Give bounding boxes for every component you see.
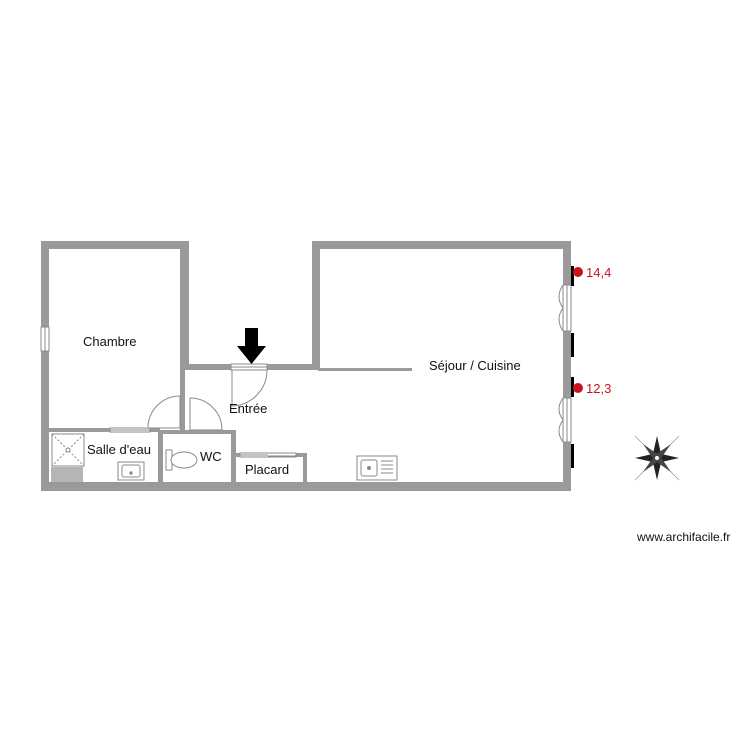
radiator xyxy=(571,333,574,357)
wall-chambre-bottom xyxy=(41,428,160,432)
fixtures xyxy=(51,433,398,481)
windows xyxy=(40,284,572,443)
wall-wc-right xyxy=(231,430,236,488)
walls xyxy=(41,241,571,491)
wall-salle-eau-right xyxy=(158,430,163,488)
entry-door-swing xyxy=(231,369,268,407)
wall-sejour-left xyxy=(312,241,320,370)
wall-chambre-right xyxy=(180,241,189,366)
radiator xyxy=(571,444,574,468)
measurements: 14,4 12,3 xyxy=(573,265,611,396)
wall-placard-right xyxy=(303,453,307,488)
credit-link[interactable]: www.archifacile.fr xyxy=(637,530,731,544)
wall-left xyxy=(41,241,49,491)
entry-arrow-icon xyxy=(237,328,266,364)
measurement-dot-icon xyxy=(573,267,583,277)
shower-floor xyxy=(51,467,83,482)
wall-sejour-top xyxy=(312,241,571,249)
room-label-entree: Entrée xyxy=(229,401,267,416)
chambre-door xyxy=(147,395,181,429)
wall-entree-left xyxy=(180,370,185,430)
partition-sejour xyxy=(318,368,412,371)
doors xyxy=(109,363,297,458)
room-label-placard: Placard xyxy=(245,462,289,477)
room-label-salle-eau: Salle d'eau xyxy=(87,442,151,457)
compass-rose-icon xyxy=(634,435,680,481)
room-label-wc: WC xyxy=(200,449,222,464)
wall-chambre-top xyxy=(41,241,189,249)
wall-wc-top xyxy=(160,430,235,434)
measurement-dot-icon xyxy=(573,383,583,393)
radiator xyxy=(571,266,574,286)
measurement-value: 14,4 xyxy=(586,265,611,280)
measurement-value: 12,3 xyxy=(586,381,611,396)
room-label-chambre: Chambre xyxy=(83,334,136,349)
radiators xyxy=(571,266,574,468)
wall-right xyxy=(563,241,571,491)
radiator xyxy=(571,377,574,397)
room-label-sejour: Séjour / Cuisine xyxy=(429,358,521,373)
wc-door xyxy=(189,397,223,431)
